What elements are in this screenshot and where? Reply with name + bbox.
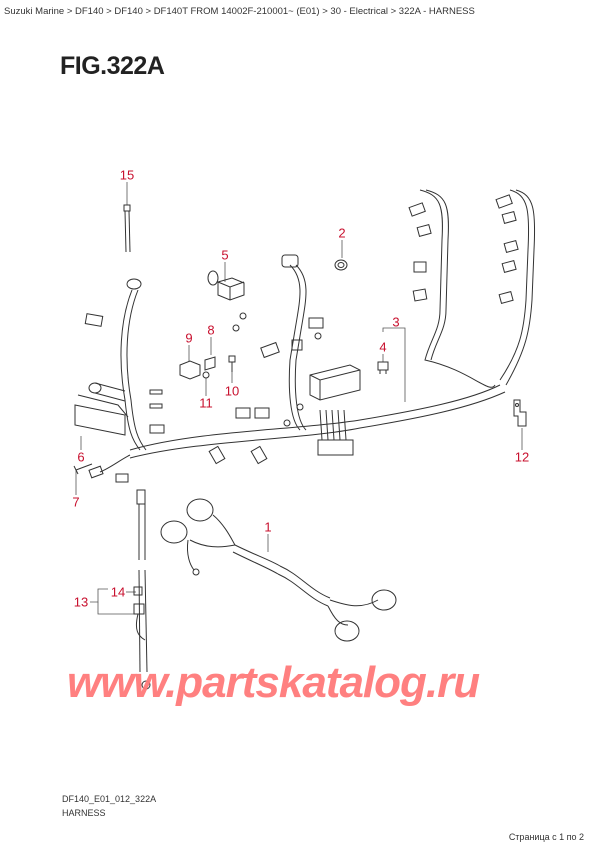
screw-part-7 [73,463,93,475]
figure-code: DF140_E01_012_322A [62,794,157,804]
callout-14[interactable]: 14 [110,584,126,600]
callout-9[interactable]: 9 [185,330,193,346]
callout-5[interactable]: 5 [221,247,229,263]
relay-part-5 [207,270,245,301]
callout-6[interactable]: 6 [77,449,85,465]
callout-3[interactable]: 3 [392,314,400,330]
callout-12[interactable]: 12 [514,449,530,465]
figure-title: FIG.322A [60,52,165,80]
grommet-part-2 [334,259,348,271]
callout-13[interactable]: 13 [73,594,89,610]
callout-7[interactable]: 7 [72,494,80,510]
bracket-part-6 [74,382,129,436]
leader-lines [75,182,523,615]
battery-cable-part-13 [133,489,151,690]
cable-tie-part-15 [123,204,131,253]
callout-11[interactable]: 11 [199,395,213,411]
figure-name: HARNESS [62,808,106,818]
watermark: www.partskatalog.ru [67,658,480,707]
breadcrumb[interactable]: Suzuki Marine > DF140 > DF140 > DF140T F… [4,6,475,17]
callout-15[interactable]: 15 [119,167,135,183]
page-indicator: Страница с 1 по 2 [508,832,584,842]
callout-4[interactable]: 4 [379,339,387,355]
fuse-part-4 [377,361,389,374]
callout-1[interactable]: 1 [264,519,272,535]
terminal-part-12 [513,399,527,427]
callout-2[interactable]: 2 [338,225,346,241]
small-parts-8-11 [179,355,236,380]
callout-8[interactable]: 8 [207,322,215,338]
callout-10[interactable]: 10 [224,383,240,399]
main-harness-part-3 [84,189,536,483]
boot-harness-part-1 [160,498,397,642]
